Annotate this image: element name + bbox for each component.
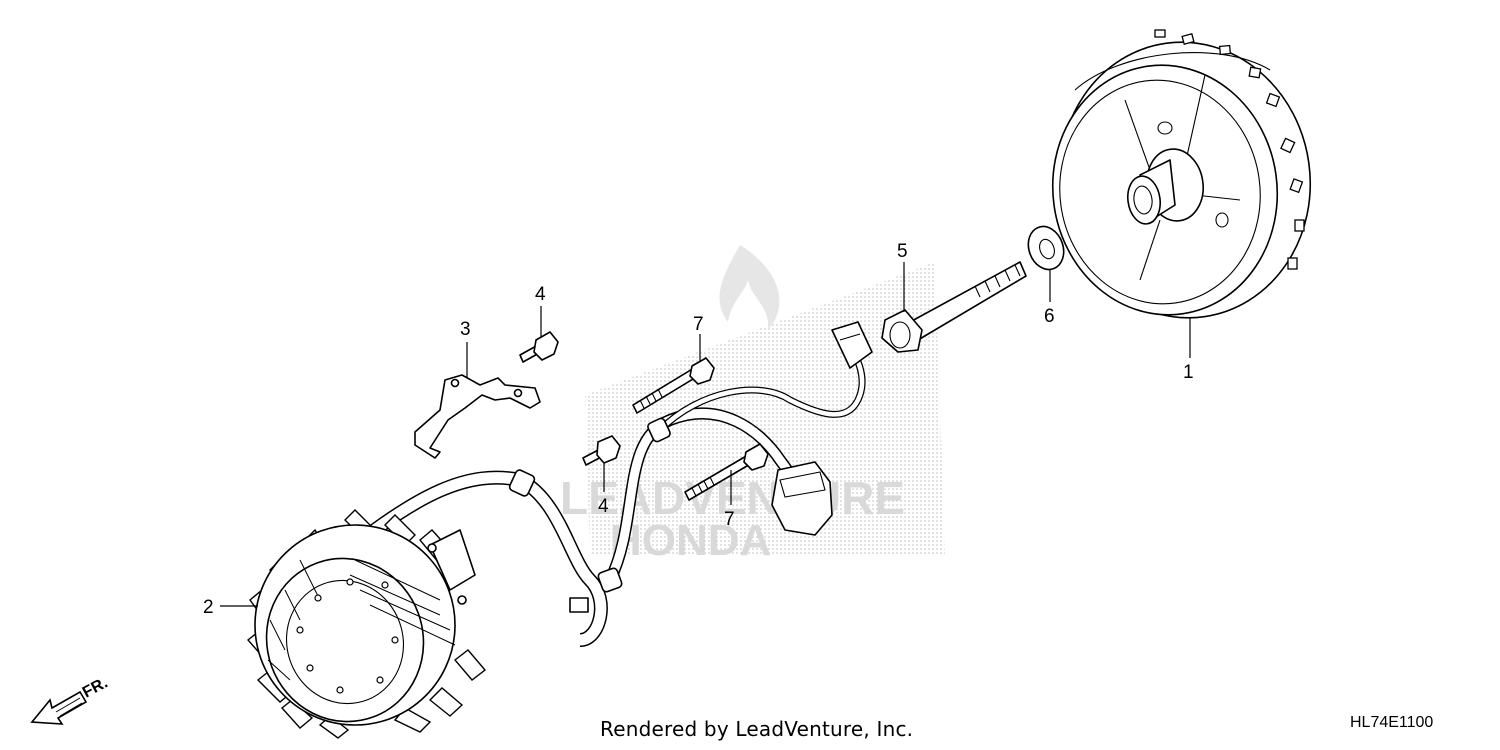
flame-logo-icon (719, 245, 780, 330)
callout-7-lower: 7 (724, 509, 735, 530)
callout-6: 6 (1044, 306, 1055, 327)
callout-4-upper: 4 (535, 284, 546, 305)
front-label: FR. (80, 674, 111, 701)
wiring-harness[interactable] (325, 321, 873, 647)
watermark: LEADVENTURE HONDA (560, 245, 945, 565)
flange-bolt[interactable] (881, 261, 1027, 353)
render-credit: Rendered by LeadVenture, Inc. (600, 717, 914, 741)
diagram-code: HL74E1100 (1350, 714, 1434, 731)
callout-4-lower: 4 (598, 496, 609, 517)
watermark-subtext: HONDA (610, 516, 771, 565)
callout-2: 2 (203, 597, 214, 618)
bolt-long-upper[interactable] (632, 357, 715, 414)
setting-plate[interactable] (414, 374, 541, 459)
bolt-long-lower[interactable] (684, 443, 769, 501)
bolt-lower[interactable] (582, 435, 621, 466)
front-direction-indicator: FR. (30, 674, 111, 725)
callout-1: 1 (1183, 362, 1194, 383)
callout-5: 5 (897, 241, 908, 262)
callout-3: 3 (460, 319, 471, 340)
bolt-upper[interactable] (519, 331, 559, 363)
callout-leaders (220, 262, 1191, 607)
washer[interactable] (1023, 222, 1070, 275)
stator[interactable] (227, 497, 487, 750)
front-arrow-icon (30, 690, 88, 725)
watermark-text: LEADVENTURE (560, 472, 905, 524)
flywheel-rotor[interactable] (1037, 26, 1328, 334)
callout-7-upper: 7 (693, 314, 704, 335)
